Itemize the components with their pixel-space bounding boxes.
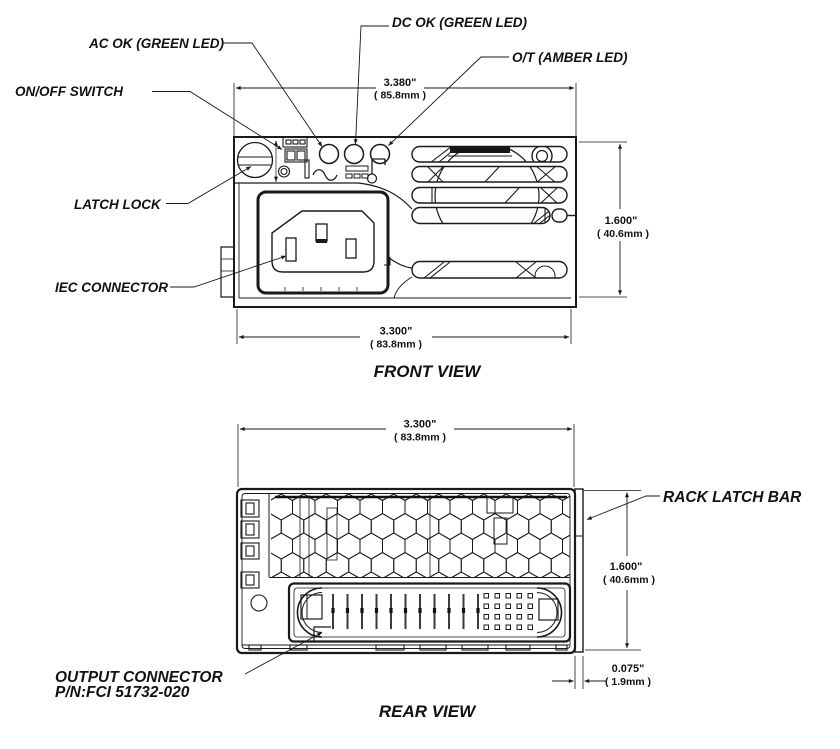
dim-rear-height-mm: ( 40.6mm ) xyxy=(603,574,655,586)
dim-front-width-top-mm: ( 85.8mm ) xyxy=(374,90,426,102)
dim-rear-latch-offset-mm: ( 1.9mm ) xyxy=(605,676,651,688)
output-connector-slots xyxy=(331,594,480,629)
ot-led xyxy=(369,143,391,165)
leader-on-off xyxy=(152,91,283,150)
output-connector-drawing xyxy=(287,582,572,643)
front-dimensions xyxy=(233,83,627,344)
dim-rear-width-top-in: 3.300" xyxy=(404,419,437,431)
label-ot: O/T (AMBER LED) xyxy=(512,50,628,65)
dim-front-height-in: 1.600" xyxy=(605,215,638,227)
leader-ac-ok xyxy=(222,42,323,147)
dim-rear-width-top-mm: ( 83.8mm ) xyxy=(394,432,446,444)
fan-blades xyxy=(423,146,560,278)
leader-output-connector xyxy=(244,632,323,675)
label-latch-lock: LATCH LOCK xyxy=(74,197,162,212)
hex-vent-grille xyxy=(268,494,570,578)
leader-iec xyxy=(170,255,287,288)
rear-leader-lines xyxy=(244,495,660,675)
latch-lock-knob xyxy=(236,141,274,179)
rear-dimensions xyxy=(237,424,641,689)
rear-view-title: REAR VIEW xyxy=(379,702,477,721)
on-off-switch-icon xyxy=(277,136,310,179)
dc-symbol-icon xyxy=(345,165,369,179)
dim-front-height-mm: ( 40.6mm ) xyxy=(597,228,649,240)
iec-connector-drawing xyxy=(256,190,391,295)
front-view-drawing: DC OK (GREEN LED) AC OK (GREEN LED) O/T … xyxy=(15,15,649,381)
rear-view-drawing: RACK LATCH BAR OUTPUT CONNECTOR P/N:FCI … xyxy=(55,419,802,722)
dim-rear-latch-offset-in: 0.075" xyxy=(612,663,645,675)
dim-rear-height-in: 1.600" xyxy=(610,561,643,573)
leader-rack-latch-bar xyxy=(586,495,660,520)
label-dc-ok: DC OK (GREEN LED) xyxy=(392,15,528,30)
thermometer-icon xyxy=(366,158,386,184)
ac-ok-led xyxy=(318,143,340,165)
leader-dc-ok xyxy=(353,25,389,145)
output-connector-pin-grid xyxy=(483,593,533,630)
dc-ok-led xyxy=(343,143,365,165)
front-chassis-outline xyxy=(220,136,577,308)
label-rack-latch-bar: RACK LATCH BAR xyxy=(663,489,802,506)
ac-symbol-icon xyxy=(312,169,338,181)
dim-front-width-bottom-mm: ( 83.8mm ) xyxy=(370,339,422,351)
label-on-off-switch: ON/OFF SWITCH xyxy=(15,84,123,99)
label-output-connector: OUTPUT CONNECTOR xyxy=(55,669,223,686)
label-iec-connector: IEC CONNECTOR xyxy=(55,280,168,295)
label-ac-ok: AC OK (GREEN LED) xyxy=(88,36,225,51)
dim-front-width-top-in: 3.380" xyxy=(384,77,417,89)
dim-front-width-bottom-in: 3.300" xyxy=(380,326,413,338)
fan-grille xyxy=(411,145,575,279)
rear-left-blocks xyxy=(240,499,268,612)
rack-latch-bar-drawing xyxy=(574,488,584,653)
label-output-connector-pn: P/N:FCI 51732-020 xyxy=(55,684,190,701)
front-view-title: FRONT VIEW xyxy=(374,362,483,381)
leader-latch-lock xyxy=(166,166,252,204)
leader-ot xyxy=(388,56,509,146)
front-leader-lines xyxy=(152,25,509,288)
